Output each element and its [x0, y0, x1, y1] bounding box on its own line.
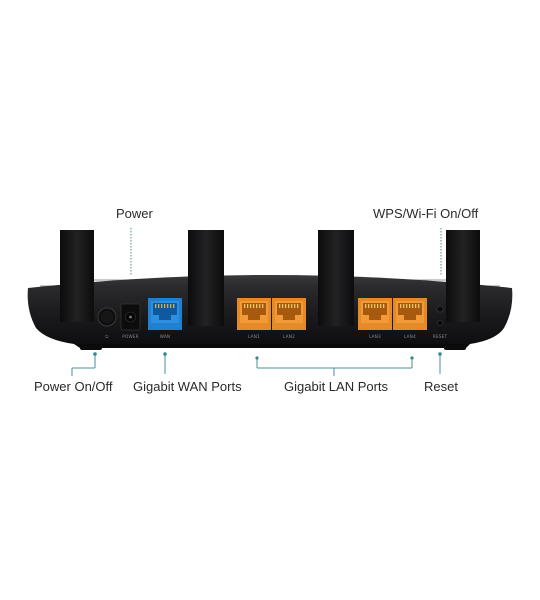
antenna-2 — [188, 230, 224, 326]
callout-power-onoff: Power On/Off — [34, 379, 113, 394]
label-power-jack: POWER — [122, 334, 139, 339]
reset-hole — [437, 320, 443, 326]
leader-lan-dot-right — [410, 356, 414, 360]
lan-port-2 — [272, 298, 306, 330]
leader-reset-dot — [438, 352, 442, 356]
callout-wan: Gigabit WAN Ports — [133, 379, 242, 394]
label-power-button: ⏻ — [105, 334, 109, 339]
antenna-4 — [446, 230, 480, 322]
antenna-3 — [318, 230, 354, 326]
wan-port — [148, 298, 182, 330]
callout-lan: Gigabit LAN Ports — [284, 379, 389, 394]
label-lan4: LAN4 — [404, 334, 416, 339]
label-lan1: LAN1 — [248, 334, 260, 339]
antenna-1 — [60, 230, 94, 322]
label-wan: WAN — [160, 334, 171, 339]
lan-port-4 — [393, 298, 427, 330]
leader-wan-dot — [163, 352, 167, 356]
leader-lan-dot-left — [255, 356, 259, 360]
callout-power: Power — [116, 206, 153, 221]
lan-port-1 — [237, 298, 271, 330]
chassis-vent-texture — [40, 279, 500, 287]
wps-button — [436, 305, 444, 313]
callout-reset: Reset — [424, 379, 458, 394]
foot-left — [80, 345, 102, 350]
leader-power-onoff-dot — [93, 352, 97, 356]
label-lan3: LAN3 — [369, 334, 381, 339]
chassis-bottom-edge — [74, 344, 470, 348]
callout-wps-wifi: WPS/Wi-Fi On/Off — [373, 206, 479, 221]
label-reset: RESET — [433, 334, 448, 339]
foot-right — [444, 345, 466, 350]
lan-port-3 — [358, 298, 392, 330]
label-lan2: LAN2 — [283, 334, 295, 339]
